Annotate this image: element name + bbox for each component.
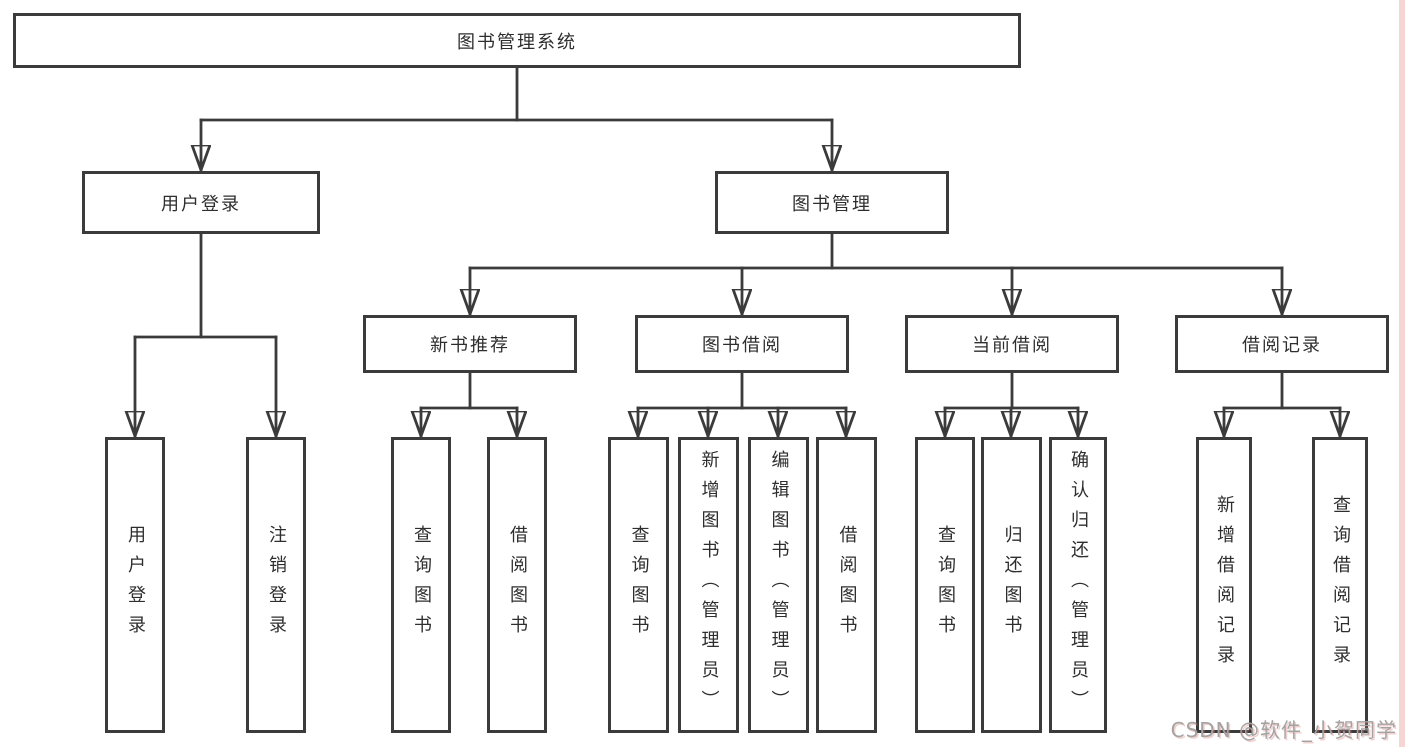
leaf-query-borrow-record: 查询借阅记录 [1312, 437, 1368, 733]
node-book-management: 图书管理 [715, 171, 949, 234]
leaf-label: 查询借阅记录 [1330, 495, 1351, 675]
leaf-user-login: 用户登录 [105, 437, 165, 733]
leaf-label: 新增图书（管理员） [698, 450, 720, 720]
leaf-return-books: 归还图书 [981, 437, 1042, 733]
node-book-borrowing: 图书借阅 [635, 315, 849, 373]
leaf-label: 归还图书 [1001, 525, 1023, 645]
leaf-label: 查询图书 [935, 525, 956, 645]
leaf-query-books-borrow: 查询图书 [608, 437, 669, 733]
leaf-edit-book-admin: 编辑图书（管理员） [748, 437, 809, 733]
leaf-query-books-current: 查询图书 [915, 437, 975, 733]
leaf-borrow-books: 借阅图书 [816, 437, 877, 733]
leaf-borrow-books-recommend: 借阅图书 [487, 437, 547, 733]
edge-borrow-record-to-leaves [1224, 371, 1340, 436]
leaf-label: 确认归还（管理员） [1068, 450, 1089, 720]
leaf-add-borrow-record: 新增借阅记录 [1196, 437, 1252, 733]
node-user-login: 用户登录 [82, 171, 320, 234]
node-library-system: 图书管理系统 [13, 13, 1021, 68]
leaf-label: 借阅图书 [836, 525, 858, 645]
leaf-label: 查询图书 [411, 525, 432, 645]
leaf-label: 注销登录 [266, 525, 287, 645]
node-current-borrowing: 当前借阅 [905, 315, 1119, 373]
leaf-logout: 注销登录 [246, 437, 306, 733]
edge-new-book-to-leaves [421, 371, 517, 436]
leaf-add-book-admin: 新增图书（管理员） [678, 437, 739, 733]
edge-book-borrow-to-leaves [638, 371, 846, 436]
csdn-watermark: CSDN @软件_小贺同学 [1170, 718, 1397, 742]
edge-root-to-level2 [201, 66, 832, 170]
node-new-book-recommendation: 新书推荐 [363, 315, 577, 373]
leaf-label: 新增借阅记录 [1214, 495, 1235, 675]
leaf-label: 用户登录 [125, 525, 146, 645]
leaf-label: 查询图书 [628, 525, 650, 645]
edge-user-login-to-leaves [135, 232, 276, 436]
edge-book-management-to-level3 [470, 232, 1282, 314]
right-edge-strip [1399, 0, 1405, 747]
leaf-label: 编辑图书（管理员） [768, 450, 790, 720]
leaf-confirm-return-admin: 确认归还（管理员） [1049, 437, 1107, 733]
leaf-label: 借阅图书 [507, 525, 528, 645]
edge-current-borrow-to-leaves [945, 371, 1078, 436]
leaf-query-books-recommend: 查询图书 [391, 437, 451, 733]
node-borrowing-records: 借阅记录 [1175, 315, 1389, 373]
